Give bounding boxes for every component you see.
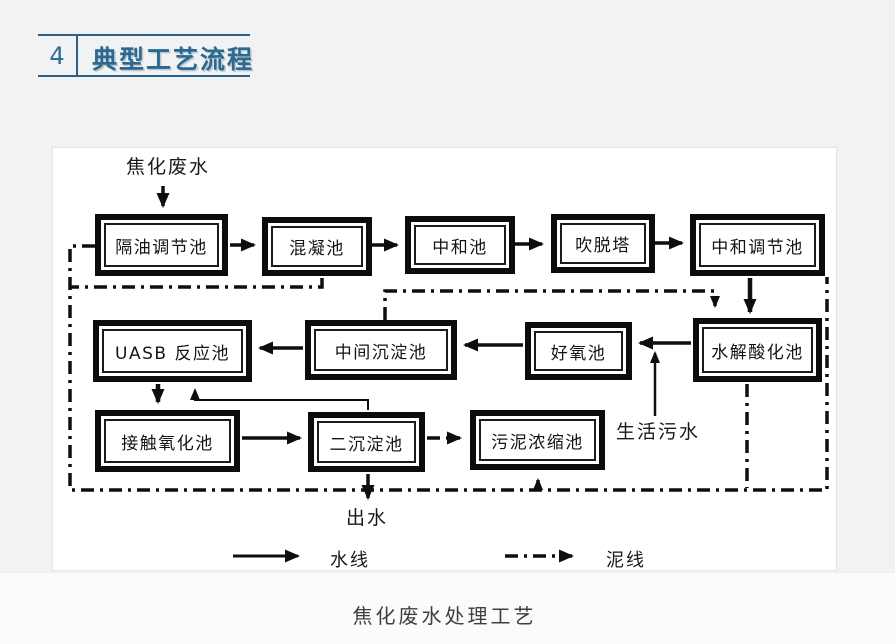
process-box-sludge-thickening-tank: 污泥浓缩池: [470, 410, 605, 470]
legend-sludge-line-label: 泥线: [606, 550, 646, 571]
process-box-label: 隔油调节池: [104, 223, 219, 267]
process-box-label: 好氧池: [534, 331, 623, 371]
domestic-sewage-label: 生活污水: [616, 421, 701, 443]
process-box-label: 水解酸化池: [702, 327, 813, 373]
process-box-uasb-reactor: UASB 反应池: [93, 320, 252, 382]
process-box-label: 污泥浓缩池: [479, 419, 596, 461]
header-divider: [76, 34, 78, 77]
process-box-label: 二沉淀池: [317, 421, 416, 463]
source-water-label: 焦化废水: [126, 156, 211, 178]
section-title: 典型工艺流程: [92, 45, 255, 74]
legend-water-line-label: 水线: [330, 550, 370, 571]
process-box-oil-separation-regulation-tank: 隔油调节池: [95, 214, 228, 276]
header-bottom-rule: [38, 75, 250, 77]
process-box-coagulation-tank: 混凝池: [262, 217, 372, 276]
section-number: 4: [49, 42, 65, 70]
process-box-hydrolysis-acidification-tank: 水解酸化池: [693, 318, 822, 382]
process-box-label: 吹脱塔: [560, 223, 646, 264]
process-box-label: UASB 反应池: [102, 329, 243, 373]
process-box-label: 中间沉淀池: [314, 329, 448, 371]
caption-strip: [0, 572, 895, 644]
water-lines: [151, 186, 757, 500]
process-box-label: 接触氧化池: [104, 419, 231, 463]
figure-caption: 焦化废水处理工艺: [352, 604, 537, 628]
process-box-neutralization-regulation-tank: 中和调节池: [690, 214, 825, 276]
process-box-neutralization-tank: 中和池: [405, 216, 515, 274]
process-box-contact-oxidation-tank: 接触氧化池: [95, 410, 240, 472]
process-box-secondary-sedimentation-tank: 二沉淀池: [308, 412, 425, 472]
process-box-label: 中和调节池: [699, 223, 816, 267]
process-box-label: 混凝池: [271, 226, 363, 267]
header-top-rule: [38, 34, 250, 36]
process-box-intermediate-sedimentation-tank: 中间沉淀池: [305, 320, 457, 380]
sludge-lines: [68, 244, 829, 492]
process-box-label: 中和池: [414, 225, 506, 265]
effluent-label: 出水: [346, 507, 389, 529]
process-box-aerobic-tank: 好氧池: [525, 322, 632, 380]
process-box-stripping-tower: 吹脱塔: [551, 214, 655, 273]
